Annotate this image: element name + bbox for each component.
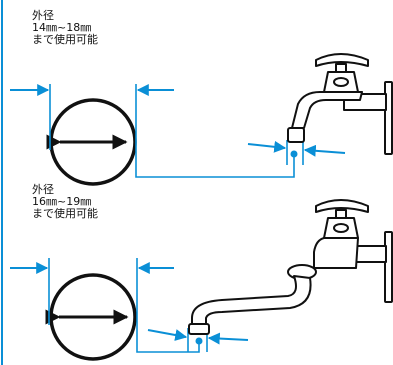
spout-arrow-left-1	[247, 140, 287, 153]
spout-arrow-left-2	[147, 329, 188, 341]
diagram-2	[10, 199, 393, 361]
connector-dot-1	[290, 150, 298, 158]
label-2-line-3: まで使用可能	[32, 207, 98, 220]
label-2-line-2: 16㎜~19㎜	[32, 195, 92, 208]
diameter-label-2: 外径 16㎜~19㎜ まで使用可能	[32, 184, 98, 220]
label-1-line-1: 外径	[32, 9, 54, 22]
spout-arrow-right-1	[303, 144, 346, 157]
connector-line-2	[136, 325, 200, 353]
label-2-line-1: 外径	[32, 183, 54, 196]
diameter-label-1: 外径 14㎜~18㎜ まで使用可能	[32, 10, 98, 46]
label-1-line-2: 14㎜~18㎜	[32, 21, 92, 34]
diagram-1	[10, 53, 393, 186]
label-1-line-3: まで使用可能	[32, 33, 98, 46]
spout-arrow-right-2	[207, 332, 249, 345]
connector-dot-2	[195, 337, 203, 345]
faucet-icon-2	[188, 199, 393, 335]
faucet-icon-1	[287, 53, 393, 155]
connector-line-1	[135, 150, 295, 178]
